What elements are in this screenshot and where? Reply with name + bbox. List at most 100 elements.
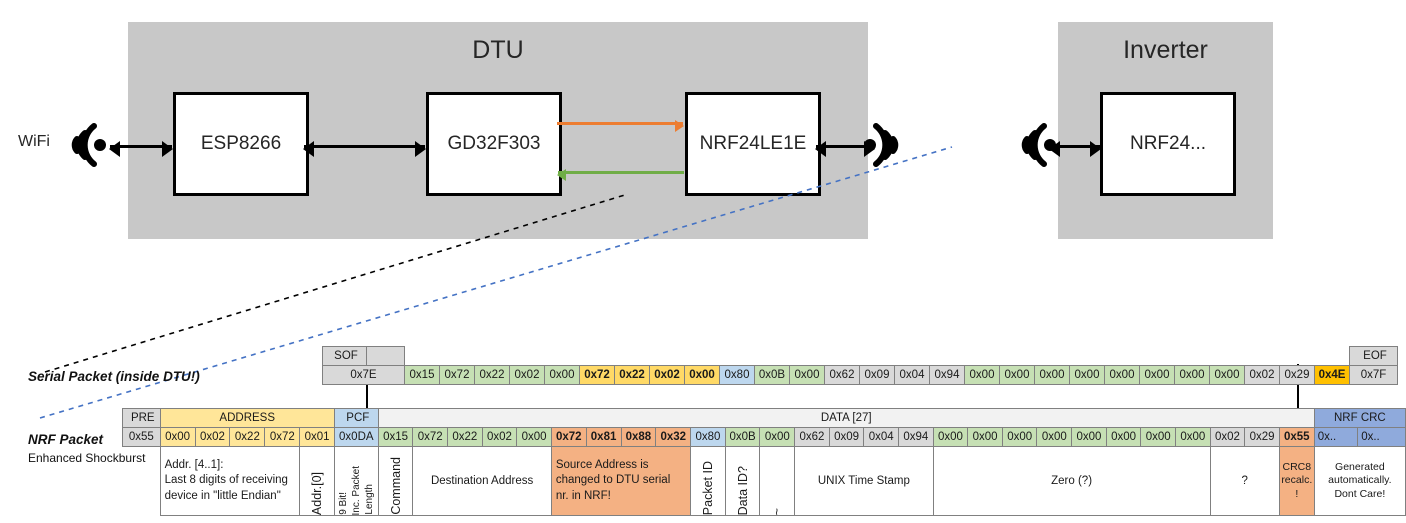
serial-byte-5: 0x72 bbox=[579, 365, 615, 385]
arrow-nrf24le1e-to-antenna bbox=[815, 141, 875, 157]
serial-byte-22: 0x00 bbox=[1174, 365, 1210, 385]
nrf-byte-15: 0x94 bbox=[897, 427, 934, 447]
sof-value: 0x7E bbox=[322, 365, 405, 385]
serial-byte-17: 0x00 bbox=[999, 365, 1035, 385]
nrf-byte-22: 0x00 bbox=[1140, 427, 1176, 447]
nrf-byte-19: 0x00 bbox=[1036, 427, 1073, 447]
desc-address-line3: device in "little Endian" bbox=[164, 489, 281, 502]
desc-pre-blank bbox=[123, 447, 161, 516]
desc-addr0-text: Addr.[0] bbox=[310, 471, 325, 515]
inverter-container: Inverter bbox=[1058, 22, 1273, 239]
desc-source: Source Address is changed to DTU serial … bbox=[550, 446, 692, 516]
serial-byte-18: 0x00 bbox=[1034, 365, 1070, 385]
chip-esp8266-label: ESP8266 bbox=[200, 133, 282, 154]
serial-byte-25: 0x29 bbox=[1279, 365, 1315, 385]
desc-data-id: Data ID? bbox=[724, 446, 761, 516]
serial-byte-11: 0x00 bbox=[789, 365, 825, 385]
nrf-byte-7: 0x88 bbox=[620, 427, 657, 447]
dtu-title: DTU bbox=[472, 36, 524, 64]
nrf-byte-11: 0x00 bbox=[759, 427, 796, 447]
desc-crc8-line1: CRC8 bbox=[1282, 460, 1312, 473]
serial-byte-2: 0x22 bbox=[474, 365, 510, 385]
block-diagram: DTU Inverter ESP8266 GD32F303 NRF24LE1E … bbox=[18, 22, 1273, 239]
desc-question: ? bbox=[1209, 446, 1280, 516]
nrf-byte-0: 0x15 bbox=[377, 427, 414, 447]
desc-unix: UNIX Time Stamp bbox=[794, 446, 934, 516]
nrf-byte-1: 0x72 bbox=[412, 427, 448, 447]
serial-byte-13: 0x09 bbox=[859, 365, 895, 385]
desc-data-id-text: Data ID? bbox=[735, 465, 750, 515]
eof-header: EOF bbox=[1349, 346, 1398, 366]
serial-byte-0: 0x15 bbox=[404, 365, 440, 385]
nrf-byte-18: 0x00 bbox=[1001, 427, 1038, 447]
arrow-esp-to-gd32 bbox=[303, 141, 426, 157]
nrf-byte-14: 0x04 bbox=[863, 427, 899, 447]
wifi-icon bbox=[62, 116, 108, 179]
sof-header: SOF bbox=[322, 346, 367, 366]
nrf-byte-12: 0x62 bbox=[794, 427, 830, 447]
desc-command-text: Command bbox=[388, 457, 403, 515]
nrf-byte-4: 0x00 bbox=[516, 427, 552, 447]
serial-byte-26: 0x4E bbox=[1314, 365, 1350, 385]
serial-header-spacer bbox=[405, 347, 1350, 366]
serial-byte-4: 0x00 bbox=[544, 365, 580, 385]
table-connector-left bbox=[366, 364, 368, 426]
desc-source-line3: nr. in NRF! bbox=[555, 489, 611, 502]
desc-pcf-b: Inc. Packet bbox=[350, 465, 362, 515]
arrow-rx-green bbox=[557, 169, 684, 181]
serial-byte-15: 0x94 bbox=[929, 365, 965, 385]
serial-byte-1: 0x72 bbox=[439, 365, 475, 385]
chip-nrf24-label: NRF24... bbox=[1129, 133, 1207, 154]
chip-gd32f303-label: GD32F303 bbox=[447, 133, 541, 154]
desc-pcf: 9 Bit! Inc. Packet Length bbox=[333, 446, 379, 516]
nrf-byte-13: 0x09 bbox=[828, 427, 865, 447]
enhanced-shockburst-label: Enhanced Shockburst bbox=[28, 451, 146, 465]
desc-zero: Zero (?) bbox=[932, 446, 1211, 516]
serial-byte-12: 0x62 bbox=[824, 365, 860, 385]
nrf-byte-5: 0x72 bbox=[550, 427, 587, 447]
serial-byte-7: 0x02 bbox=[649, 365, 685, 385]
desc-pcf-a: 9 Bit! bbox=[337, 492, 349, 515]
serial-byte-14: 0x04 bbox=[894, 365, 930, 385]
desc-nrf-crc: Generated automatically. Dont Care! bbox=[1313, 446, 1406, 516]
desc-pcf-c: Length bbox=[363, 484, 375, 515]
serial-byte-8: 0x00 bbox=[684, 365, 720, 385]
desc-question-text: ? bbox=[1241, 475, 1248, 487]
serial-byte-3: 0x02 bbox=[509, 365, 545, 385]
desc-source-line1: Source Address is bbox=[555, 458, 649, 471]
nrf-byte-16: 0x00 bbox=[932, 427, 969, 447]
serial-packet-label: Serial Packet (inside DTU!) bbox=[28, 369, 200, 384]
nrf-crc-value-0: 0x.. bbox=[1313, 427, 1359, 447]
table-connector-right bbox=[1297, 364, 1299, 426]
desc-crc-line1: Generated bbox=[1335, 460, 1385, 473]
nrf-byte-2: 0x22 bbox=[446, 427, 483, 447]
serial-byte-24: 0x02 bbox=[1244, 365, 1280, 385]
serial-byte-10: 0x0B bbox=[754, 365, 790, 385]
desc-address: Addr. [4..1]: Last 8 digits of receiving… bbox=[159, 446, 301, 516]
eof-value: 0x7F bbox=[1349, 365, 1398, 385]
desc-tilde: ~ bbox=[759, 446, 796, 516]
inverter-title: Inverter bbox=[1123, 36, 1208, 64]
pre-value: 0x55 bbox=[122, 427, 161, 447]
nrf-byte-26: 0x55 bbox=[1278, 427, 1315, 447]
nrf-crc-header: NRF CRC bbox=[1313, 408, 1406, 428]
chip-nrf24le1e-label: NRF24LE1E bbox=[699, 133, 807, 154]
arrow-antenna-to-nrf24 bbox=[1049, 141, 1101, 157]
desc-destination-text: Destination Address bbox=[430, 475, 534, 487]
chip-nrf24le1e: NRF24LE1E bbox=[685, 92, 821, 196]
address-value-1: 0x02 bbox=[194, 427, 231, 447]
desc-zero-text: Zero (?) bbox=[1051, 475, 1093, 487]
nrf-packet-table: PRE ADDRESS PCF DATA [27] NRF CRC 0x55 0… bbox=[122, 408, 1406, 516]
nrf-packet-label: NRF Packet bbox=[28, 432, 104, 447]
desc-crc-line3: Dont Care! bbox=[1334, 487, 1386, 500]
serial-byte-20: 0x00 bbox=[1104, 365, 1140, 385]
nrf-byte-25: 0x29 bbox=[1244, 427, 1280, 447]
desc-source-line2: changed to DTU serial bbox=[555, 474, 671, 487]
pre-header: PRE bbox=[122, 408, 161, 428]
nrf-byte-21: 0x00 bbox=[1105, 427, 1142, 447]
desc-crc8-line3: ! bbox=[1295, 487, 1299, 500]
desc-addr0: Addr.[0] bbox=[299, 446, 335, 516]
nrf-byte-10: 0x0B bbox=[724, 427, 761, 447]
